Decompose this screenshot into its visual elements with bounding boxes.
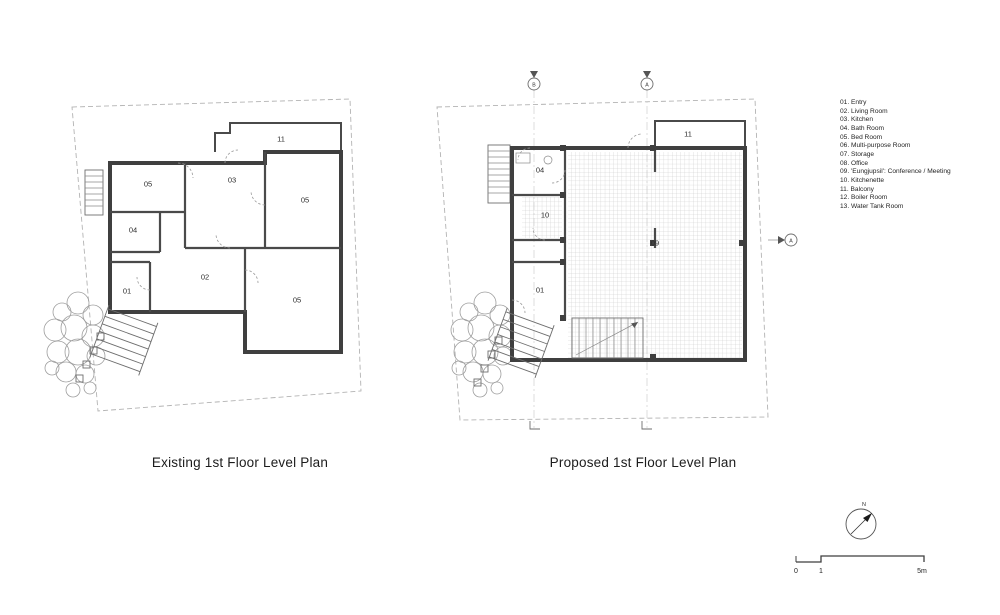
scale-label-1: 1 (819, 568, 823, 575)
legend-item: 12. Boiler Room (840, 194, 888, 202)
entry-stairs (487, 307, 555, 378)
tree (43, 291, 106, 398)
room-label-living: 02 (201, 273, 209, 282)
scale-bar-line (796, 555, 925, 563)
exterior-stair-left (84, 169, 104, 216)
room-label-bedroom-3: 05 (293, 296, 301, 305)
north-label: N (862, 502, 866, 508)
exterior-stair-left (487, 144, 511, 204)
room-label-kitchenette: 10 (541, 211, 549, 220)
proposed-plan-title: Proposed 1st Floor Level Plan (549, 455, 737, 470)
interior-walls (512, 148, 657, 320)
legend-item: 04. Bath Room (840, 124, 884, 132)
site-boundary (71, 98, 362, 412)
room-label-balcony: 11 (277, 135, 285, 144)
door-swings (136, 149, 266, 291)
svg-text:A: A (789, 239, 793, 245)
scale-bar: 0 1 5m (794, 555, 927, 575)
room-label-bedroom-1: 05 (144, 180, 152, 189)
room-label-kitchen: 03 (228, 176, 236, 185)
legend-item: 02. Living Room (840, 107, 888, 115)
legend-item: 07. Storage (840, 150, 875, 158)
legend-item: 06. Multi-purpose Room (840, 142, 911, 150)
svg-text:B: B (532, 83, 536, 89)
north-arrow: N (845, 502, 877, 540)
room-label-bathroom: 04 (129, 226, 137, 235)
section-marker-b: B (527, 71, 541, 91)
room-label-balcony: 11 (684, 130, 692, 139)
legend-item: 11. Balcony (840, 185, 874, 193)
floor-grid-kitchenette (522, 197, 562, 238)
room-label-entry: 01 (123, 287, 131, 296)
outer-walls (510, 146, 747, 362)
legend-item: 05. Bed Room (840, 133, 883, 141)
planter-boxes (75, 332, 105, 383)
room-label-bathroom: 04 (536, 166, 544, 175)
balcony-outline (654, 120, 746, 148)
planter-boxes (473, 336, 503, 387)
compass-needle-head (863, 513, 872, 522)
room-label-bedroom-2: 05 (301, 196, 309, 205)
existing-plan-drawing: 11 05 03 05 04 02 05 01 (43, 98, 362, 412)
legend-item: 08. Office (840, 159, 869, 167)
svg-text:A: A (645, 83, 649, 89)
interior-stairs (571, 317, 644, 359)
section-marker-right: A (778, 233, 798, 247)
existing-plan-title: Existing 1st Floor Level Plan (151, 455, 329, 470)
scale-label-5m: 5m (917, 568, 927, 575)
entry-stairs (89, 304, 159, 376)
floor-grid-main (568, 152, 742, 358)
columns (560, 145, 745, 360)
site-boundary (436, 98, 769, 421)
bath-fixtures (515, 152, 553, 165)
legend-item: 10. Kitchenette (840, 176, 884, 184)
room-label-entry: 01 (536, 286, 544, 295)
room-legend: 01. Entry 02. Living Room 03. Kitchen 04… (840, 99, 998, 212)
room-label-conference: 09 (651, 239, 659, 248)
legend-item: 01. Entry (840, 99, 867, 106)
legend-item: 03. Kitchen (840, 116, 873, 124)
scale-label-0: 0 (794, 568, 798, 575)
legend-item: 13. Water Tank Room (840, 202, 904, 210)
legend-item: 09. 'Eungjupsil': Conference / Meeting (840, 168, 951, 176)
balcony-outline (214, 122, 342, 152)
section-marker-a: A (640, 71, 654, 91)
door-swings (511, 133, 643, 314)
interior-walls (110, 152, 341, 312)
proposed-plan-drawing: B A A (436, 71, 798, 430)
compass-circle (845, 508, 877, 540)
